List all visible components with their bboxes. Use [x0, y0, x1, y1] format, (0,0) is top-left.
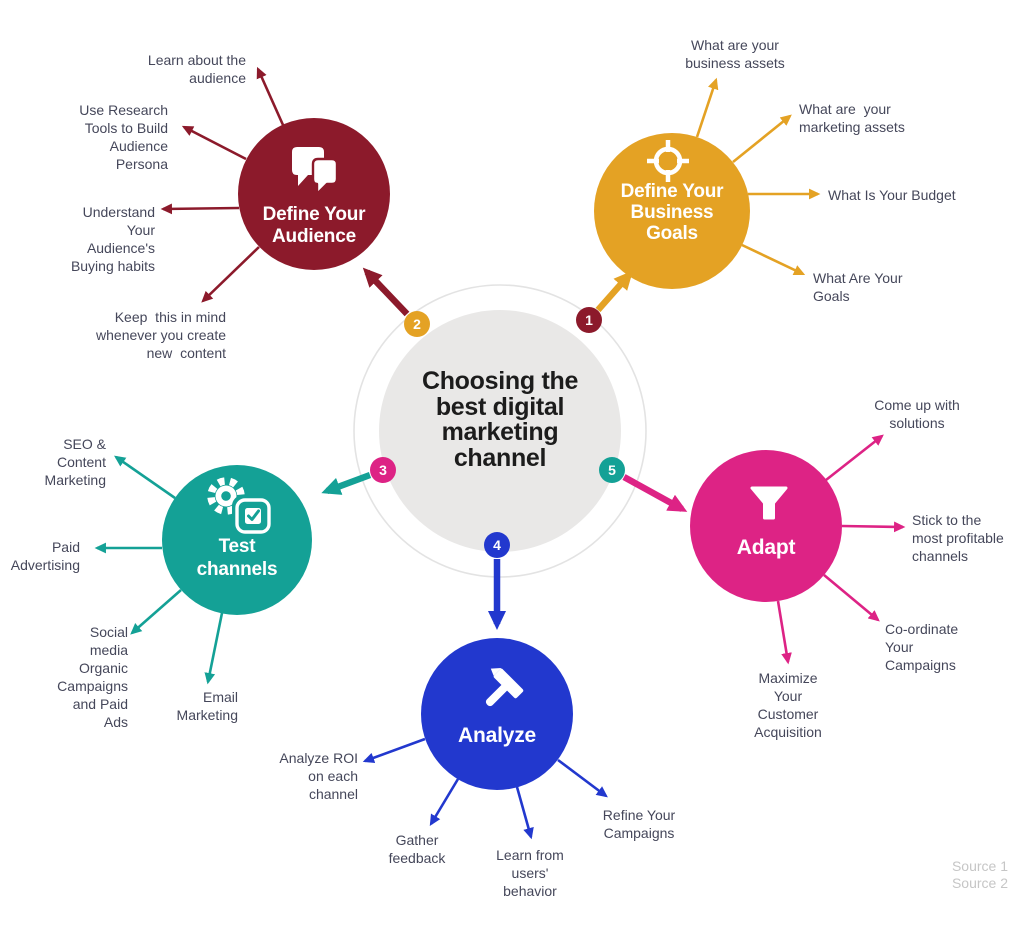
- step-badge-5: 5: [599, 457, 625, 483]
- business-goals-title: Define Your Business Goals: [620, 181, 724, 244]
- audience-circle: [238, 118, 390, 270]
- gear-check-icon: [207, 477, 273, 536]
- analyze-item-1: Gather feedback: [388, 832, 446, 866]
- analyze-circle: [421, 638, 573, 790]
- connector-step-1: [595, 270, 634, 313]
- business-goals-item-3: What Are Your Goals: [813, 270, 903, 304]
- test-channels-arrows: [94, 455, 224, 685]
- test-channels-item-0: SEO & Content Marketing: [44, 436, 106, 488]
- audience-item-0: Learn about the audience: [147, 52, 246, 86]
- test-channels-item-1: Paid Advertising: [10, 539, 80, 573]
- step-badge-3: 3: [370, 457, 396, 483]
- adapt-title: Adapt: [736, 536, 796, 559]
- adapt-item-0: Come up with solutions: [874, 397, 960, 431]
- adapt-circle: [690, 450, 842, 602]
- step-badge-1: 1: [576, 307, 602, 333]
- connector-step-2: [362, 267, 410, 317]
- business-goals-item-0: What are your business assets: [685, 37, 785, 71]
- test-channels-title: Test channels: [196, 536, 278, 580]
- target-icon: [647, 140, 689, 182]
- step-badge-4: 4: [484, 532, 510, 558]
- analyze-arrows: [362, 737, 608, 840]
- adapt-item-2: Co-ordinate Your Campaigns: [885, 621, 959, 673]
- connector-step-3: [321, 471, 372, 495]
- audience-title: Define Your Audience: [262, 204, 366, 247]
- adapt-item-1: Stick to the most profitable channels: [912, 512, 1004, 564]
- business-goals-arrows: [695, 77, 821, 276]
- business-goals-item-2: What Is Your Budget: [828, 187, 956, 203]
- audience-item-1: Use Research Tools to Build Audience Per…: [79, 102, 168, 172]
- business-goals-circle: [594, 133, 750, 289]
- analyze-item-0: Analyze ROI on each channel: [279, 750, 358, 802]
- source-1: Source 1: [951, 858, 1008, 874]
- connector-step-5: [622, 474, 688, 512]
- analyze-item-3: Refine Your Campaigns: [602, 807, 676, 841]
- step-badge-2: 2: [404, 311, 430, 337]
- audience-arrows: [160, 66, 285, 303]
- funnel-icon: [750, 486, 788, 520]
- audience-item-2: Understand Your Audience's Buying habits: [70, 204, 155, 274]
- audience-item-3: Keep this in mind whenever you create ne…: [96, 309, 226, 361]
- analyze-item-2: Learn from users' behavior: [496, 847, 564, 899]
- business-goals-item-1: What are your marketing assets: [799, 101, 905, 135]
- test-channels-item-3: Email Marketing: [176, 689, 238, 723]
- analyze-title: Analyze: [458, 724, 536, 747]
- test-channels-circle: [162, 465, 312, 615]
- chat-bubbles-icon: [292, 147, 339, 196]
- hammer-icon: [485, 667, 524, 707]
- source-2: Source 2: [951, 875, 1008, 891]
- adapt-arrows: [776, 434, 906, 665]
- adapt-item-3: Maximize Your Customer Acquisition: [754, 670, 822, 740]
- center-circle: [379, 310, 621, 552]
- center-title: Choosing the best digital marketing chan…: [421, 367, 579, 472]
- test-channels-item-2: Social media Organic Campaigns and Paid …: [57, 624, 128, 730]
